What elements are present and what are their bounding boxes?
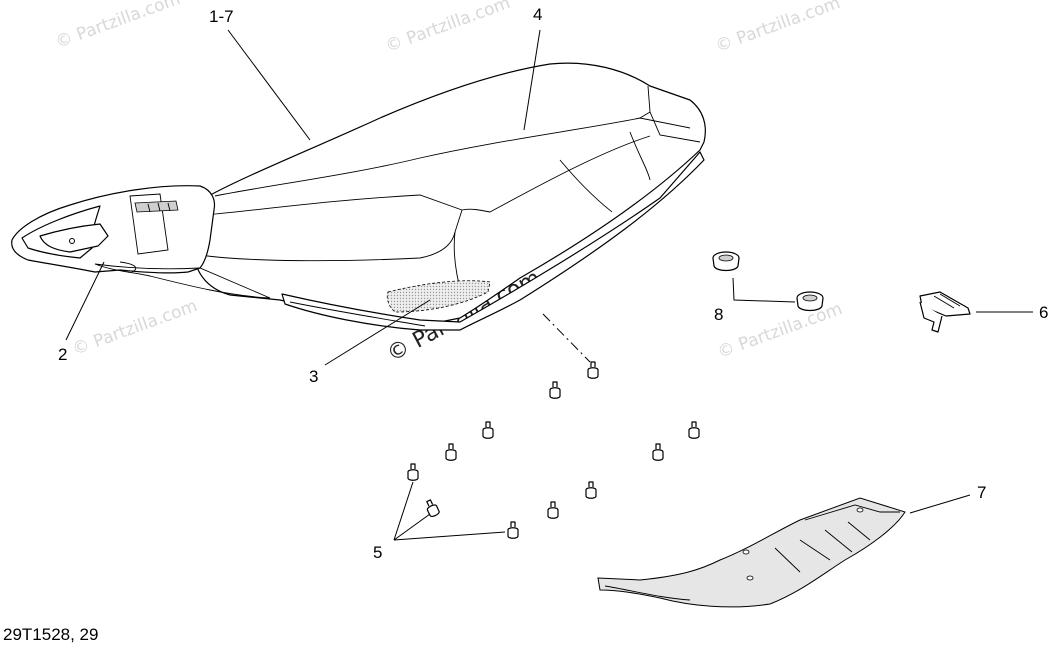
badge-insert xyxy=(39,223,109,253)
seat-latch-clip xyxy=(919,291,971,333)
leader-line xyxy=(65,261,105,341)
leader-line xyxy=(909,494,971,514)
push-clip xyxy=(445,443,457,461)
drawing-id: 29T1528, 29 xyxy=(3,625,98,644)
callout-7: 7 xyxy=(977,483,986,502)
leader-line xyxy=(393,481,414,541)
seat-assembly xyxy=(194,62,706,331)
push-clip xyxy=(549,381,561,399)
leader-line xyxy=(393,513,431,541)
front-cowl xyxy=(11,185,271,299)
callout-8: 8 xyxy=(714,305,723,324)
watermark-text: © Partzilla.com xyxy=(715,299,845,363)
grommet-part xyxy=(796,291,824,312)
dashed-axis-line xyxy=(542,313,591,363)
push-clip xyxy=(407,463,419,481)
callout-1-7: 1-7 xyxy=(209,7,234,26)
callout-4: 4 xyxy=(533,5,542,24)
push-clip xyxy=(587,361,599,379)
push-clip xyxy=(688,421,700,439)
callout-6: 6 xyxy=(1039,303,1048,322)
push-clip xyxy=(585,481,597,499)
watermark-text: © Partzilla.com xyxy=(53,0,183,53)
heat-shield-body xyxy=(597,497,906,608)
watermark-text: © Partzilla.com xyxy=(383,0,513,57)
seat-base-pan xyxy=(281,151,705,331)
leader-line xyxy=(732,277,796,303)
push-clip-group xyxy=(407,361,700,539)
leader-lines xyxy=(65,29,1033,541)
callout-2: 2 xyxy=(58,345,67,364)
callout-5: 5 xyxy=(373,543,382,562)
push-clip xyxy=(652,443,664,461)
leader-line xyxy=(324,299,431,366)
grommet-part xyxy=(712,251,740,272)
watermark-text: © Partzilla.com xyxy=(713,0,843,57)
leader-line xyxy=(393,531,506,541)
leader-line xyxy=(523,29,541,131)
callout-labels: 1-7 4 2 3 8 6 7 5 xyxy=(58,5,1048,562)
callout-3: 3 xyxy=(309,367,318,386)
push-clip xyxy=(547,501,559,519)
watermark-text: © Partzilla.com xyxy=(70,296,200,360)
hatch-patch xyxy=(386,280,491,313)
heat-shield xyxy=(597,497,906,608)
push-clip xyxy=(426,499,440,518)
leader-line xyxy=(227,29,311,141)
push-clip xyxy=(507,521,519,539)
push-clip xyxy=(482,421,494,439)
